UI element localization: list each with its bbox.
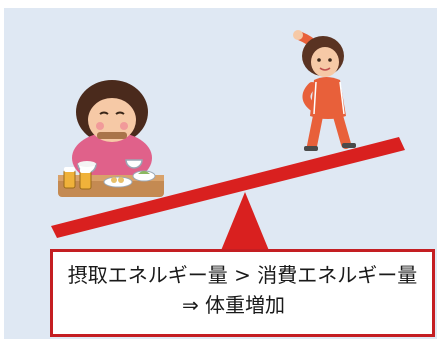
seesaw-beam bbox=[51, 137, 405, 238]
caption-box: 摂取エネルギー量 > 消費エネルギー量 ⇒ 体重増加 bbox=[50, 249, 435, 337]
caption-line-2: ⇒ 体重増加 bbox=[181, 293, 286, 317]
exercising-woman-illustration bbox=[293, 30, 356, 151]
caption-line-1: 摂取エネルギー量 > 消費エネルギー量 bbox=[67, 263, 418, 287]
seesaw-fulcrum bbox=[220, 192, 270, 253]
eating-woman-illustration bbox=[58, 80, 164, 197]
